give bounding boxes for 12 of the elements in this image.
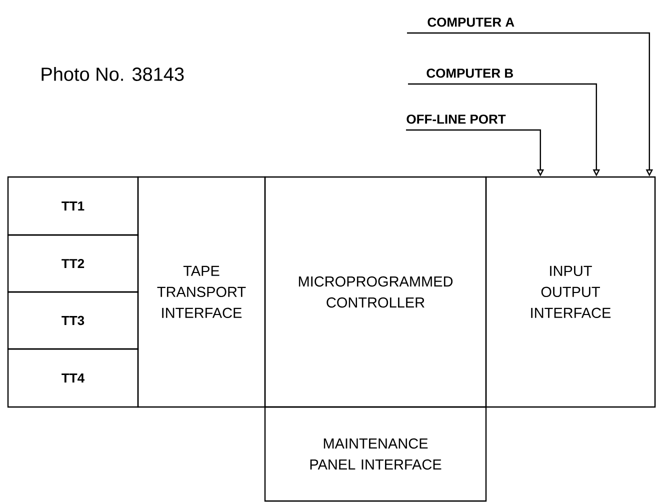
input-label: COMPUTER B [426, 68, 513, 78]
tape-drive-box: TT4 [7, 348, 139, 408]
tape-drive-box: TT3 [7, 291, 139, 350]
tape-drive-box: TT1 [7, 176, 139, 236]
tape-drive-box: TT2 [7, 234, 139, 293]
photo-number: Photo No. 38143 [42, 67, 184, 81]
block-box: MAINTENANCE PANEL INTERFACE [264, 406, 487, 502]
input-label: OFF-LINE PORT [406, 114, 506, 124]
input-label: COMPUTER A [428, 18, 514, 27]
block-box: INPUT OUTPUT INTERFACE [485, 176, 656, 408]
block-box: MICROPROGRAMMED CONTROLLER [264, 176, 487, 408]
block-box: TAPE TRANSPORT INTERFACE [137, 176, 266, 408]
